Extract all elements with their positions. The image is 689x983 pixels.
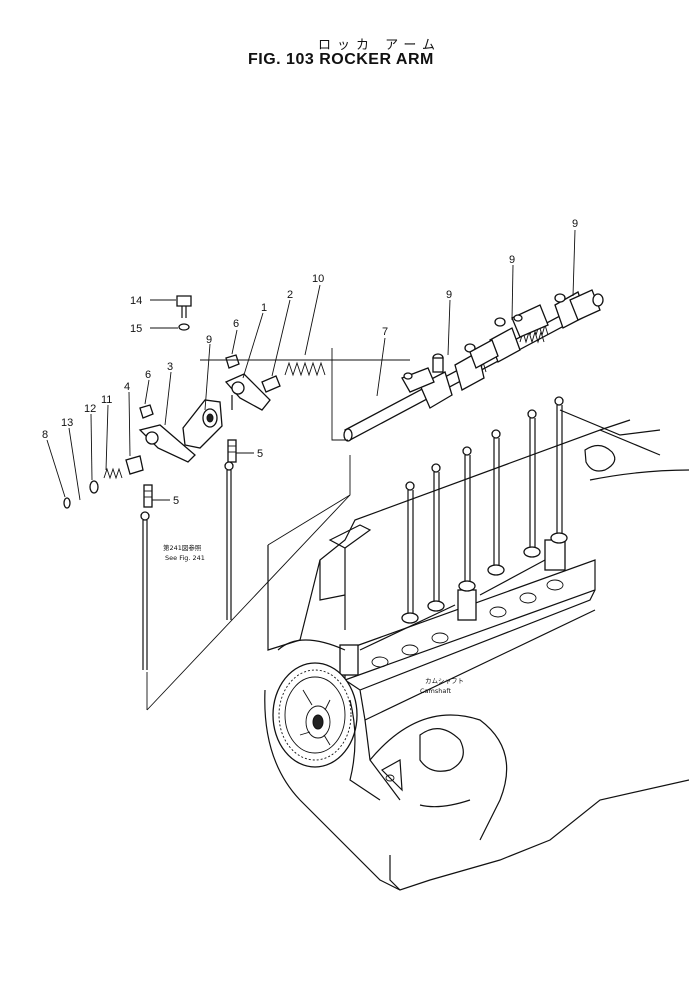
spring: [284, 361, 326, 377]
rocker-arm: [138, 424, 196, 463]
see-fig-note-japanese: 第241図参照: [163, 543, 202, 552]
callout-9: 9: [509, 254, 515, 266]
callout-labels: 14 15 6 9 1 2 10 7 9 9 9 3 6 4 11 12 13 …: [42, 218, 578, 507]
callout-6: 6: [145, 369, 151, 381]
lock-nut: [225, 354, 240, 369]
lock-nut: [139, 404, 154, 419]
callout-13: 13: [61, 417, 73, 429]
callout-7: 7: [382, 326, 388, 338]
push-rods: [401, 396, 568, 624]
rocker-arm: [224, 373, 271, 411]
push-rod: [527, 409, 537, 549]
bushing: [261, 375, 281, 393]
callout-2: 2: [287, 289, 293, 301]
callout-8: 8: [42, 429, 48, 441]
callout-12: 12: [84, 403, 96, 415]
callout-1: 1: [261, 302, 267, 314]
callout-6: 6: [233, 318, 239, 330]
adjusting-screw: [227, 439, 237, 463]
callout-15: 15: [130, 323, 142, 335]
bushing: [125, 455, 144, 475]
see-fig-note: See Fig. 241: [165, 554, 205, 562]
engine-block: [264, 409, 689, 891]
figure-title: FIG. 103 ROCKER ARM: [248, 51, 434, 68]
reference-notes: 第241図参照 See Fig. 241 カムシャフト Camshaft: [163, 543, 464, 695]
callout-10: 10: [312, 273, 324, 285]
push-rod: [554, 396, 564, 535]
callout-9: 9: [206, 334, 212, 346]
exploded-parts: [63, 295, 410, 711]
callout-5: 5: [173, 495, 179, 507]
adjusting-screw: [143, 484, 153, 508]
washer: [89, 480, 99, 494]
callout-4: 4: [124, 381, 130, 393]
camshaft-label-japanese: カムシャフト: [425, 677, 464, 685]
figure-title-japanese: ロッカ アーム: [318, 38, 441, 53]
push-rod: [405, 481, 415, 615]
snap-ring: [63, 497, 71, 509]
bolt: [176, 295, 192, 318]
rocker-shaft-assembly: [343, 289, 604, 442]
callout-3: 3: [167, 361, 173, 373]
callout-14: 14: [130, 295, 142, 307]
rocker-bracket: [182, 399, 223, 449]
callout-9: 9: [446, 289, 452, 301]
callout-11: 11: [101, 394, 112, 406]
callout-5: 5: [257, 448, 263, 460]
spring: [103, 467, 123, 480]
push-rod: [431, 463, 441, 603]
callout-leaders: [46, 229, 576, 501]
washer: [178, 323, 190, 331]
push-rod: [140, 511, 150, 670]
callout-9: 9: [572, 218, 578, 230]
camshaft-label: Camshaft: [420, 687, 452, 695]
timing-gear: [272, 662, 358, 768]
push-rod: [462, 446, 472, 583]
push-rod: [224, 461, 234, 620]
push-rod: [491, 429, 501, 567]
